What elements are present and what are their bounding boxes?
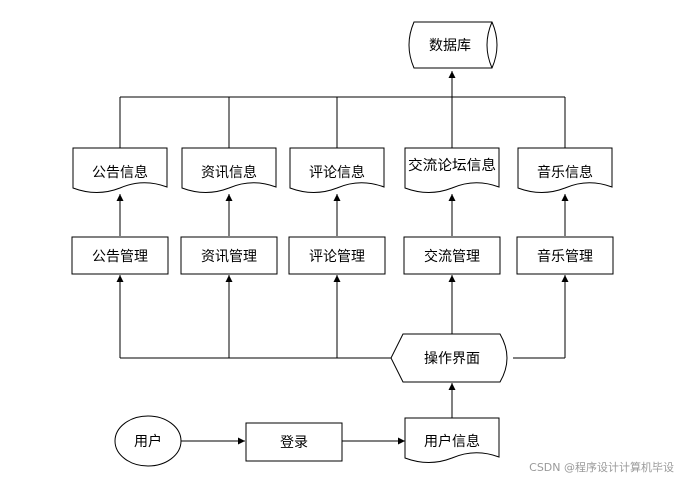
svg-text:音乐信息: 音乐信息 (537, 164, 593, 181)
manager-forum: 交流管理 (403, 236, 501, 275)
svg-text:用户信息: 用户信息 (424, 433, 480, 450)
info-doc-notice: 公告信息 (72, 147, 168, 193)
svg-text:音乐管理: 音乐管理 (537, 248, 593, 265)
manager-comment: 评论管理 (288, 236, 386, 275)
user-node: 用户 (114, 415, 182, 467)
info-doc-news: 资讯信息 (181, 147, 277, 193)
operation-interface-node: 操作界面 (390, 333, 508, 383)
manager-boxes: 公告管理 资讯管理 评论管理 交流管理 音乐管理 (71, 236, 614, 275)
svg-text:公告管理: 公告管理 (92, 249, 148, 265)
database-node: 数据库 (408, 21, 498, 69)
connectors (116, 71, 569, 445)
user-info-node: 用户信息 (404, 417, 500, 463)
svg-text:用户: 用户 (134, 433, 162, 450)
svg-text:公告信息: 公告信息 (92, 164, 148, 181)
svg-text:操作界面: 操作界面 (424, 351, 480, 367)
info-doc-forum: 交流论坛信息 (404, 147, 500, 193)
manager-notice: 公告管理 (71, 236, 169, 275)
svg-text:登录: 登录 (280, 435, 308, 451)
manager-news: 资讯管理 (180, 236, 278, 275)
info-doc-comment: 评论信息 (289, 147, 385, 193)
svg-text:交流管理: 交流管理 (424, 248, 480, 265)
watermark: CSDN @程序设计计算机毕设 (529, 461, 674, 474)
svg-text:评论管理: 评论管理 (309, 249, 365, 265)
svg-text:资讯管理: 资讯管理 (201, 249, 257, 265)
database-label: 数据库 (429, 38, 471, 54)
info-doc-music: 音乐信息 (517, 147, 613, 193)
svg-text:资讯信息: 资讯信息 (201, 164, 257, 181)
svg-text:评论信息: 评论信息 (309, 164, 365, 181)
login-node: 登录 (245, 422, 343, 462)
manager-music: 音乐管理 (516, 236, 614, 275)
info-documents: 公告信息 资讯信息 评论信息 交流论坛信息 音乐信息 (72, 147, 613, 193)
forum-label: 交流论坛信息 (408, 157, 496, 174)
